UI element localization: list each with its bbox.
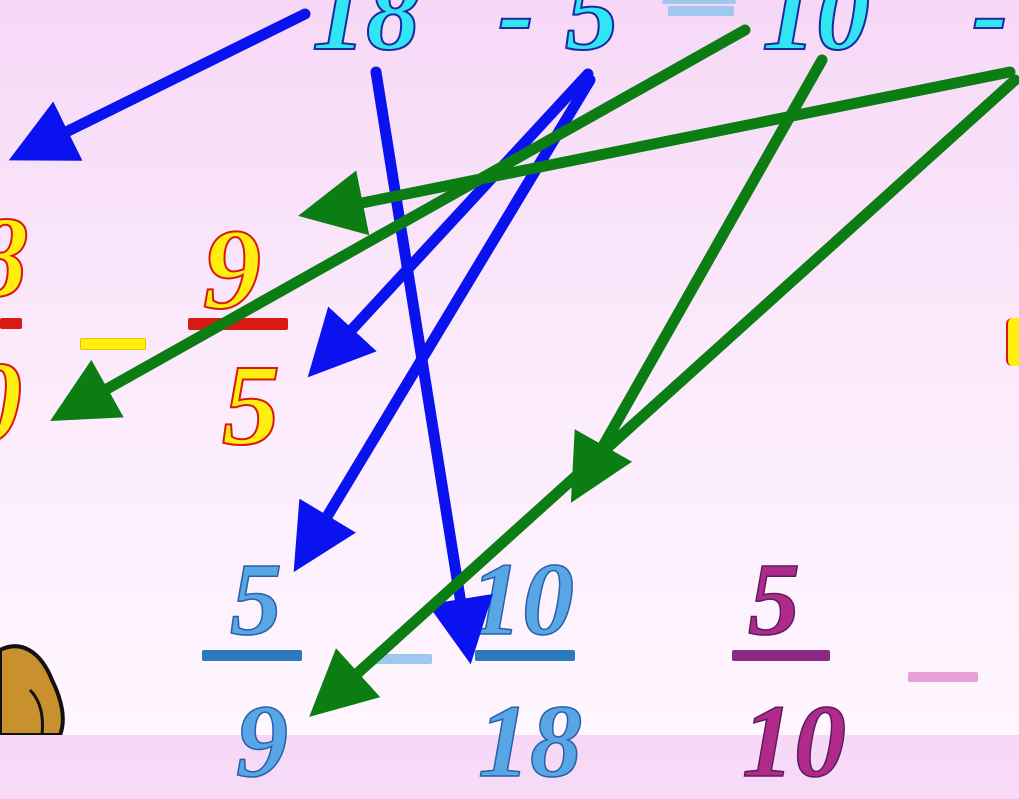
bottom-minus-bar-2 [908, 672, 978, 682]
right-edge-fraction-fragment [1006, 318, 1019, 366]
green-arrow-3 [570, 54, 828, 503]
left-frac2-denominator: 5 [221, 342, 281, 470]
blue-arrow-3 [307, 68, 594, 378]
top-equals-lower [662, 0, 736, 4]
arrows-overlay [8, 8, 1019, 717]
green-arrow-2 [298, 66, 1016, 236]
bottom-minus-bar [372, 654, 432, 664]
top-term-18: 18 [311, 0, 421, 73]
left-frac1-numerator: 8 [0, 199, 29, 317]
bottom-frac3-bar [732, 650, 830, 661]
bottom-frac1-bar [202, 650, 302, 661]
top-minus-sign: - [497, 0, 535, 73]
bottom-frac1-numerator: 5 [229, 542, 283, 657]
green-arrow-1 [50, 24, 751, 421]
left-minus-bar [80, 338, 146, 350]
cartoon-paw-icon [0, 644, 65, 735]
bottom-frac3-numerator: 5 [747, 542, 801, 657]
green-arrow-4 [309, 74, 1019, 717]
top-equals-upper [668, 6, 734, 16]
top-minus-sign-2: - [971, 0, 1009, 73]
top-term-5: 5 [564, 0, 620, 73]
left-frac1-bar [0, 318, 22, 329]
blue-arrow-1 [8, 8, 311, 161]
blue-arrow-4 [293, 74, 596, 573]
top-term-10: 10 [761, 0, 871, 73]
bottom-frac2-bar [475, 650, 575, 661]
blue-arrow-2 [370, 66, 493, 665]
left-frac1-denominator: 0 [0, 344, 23, 462]
